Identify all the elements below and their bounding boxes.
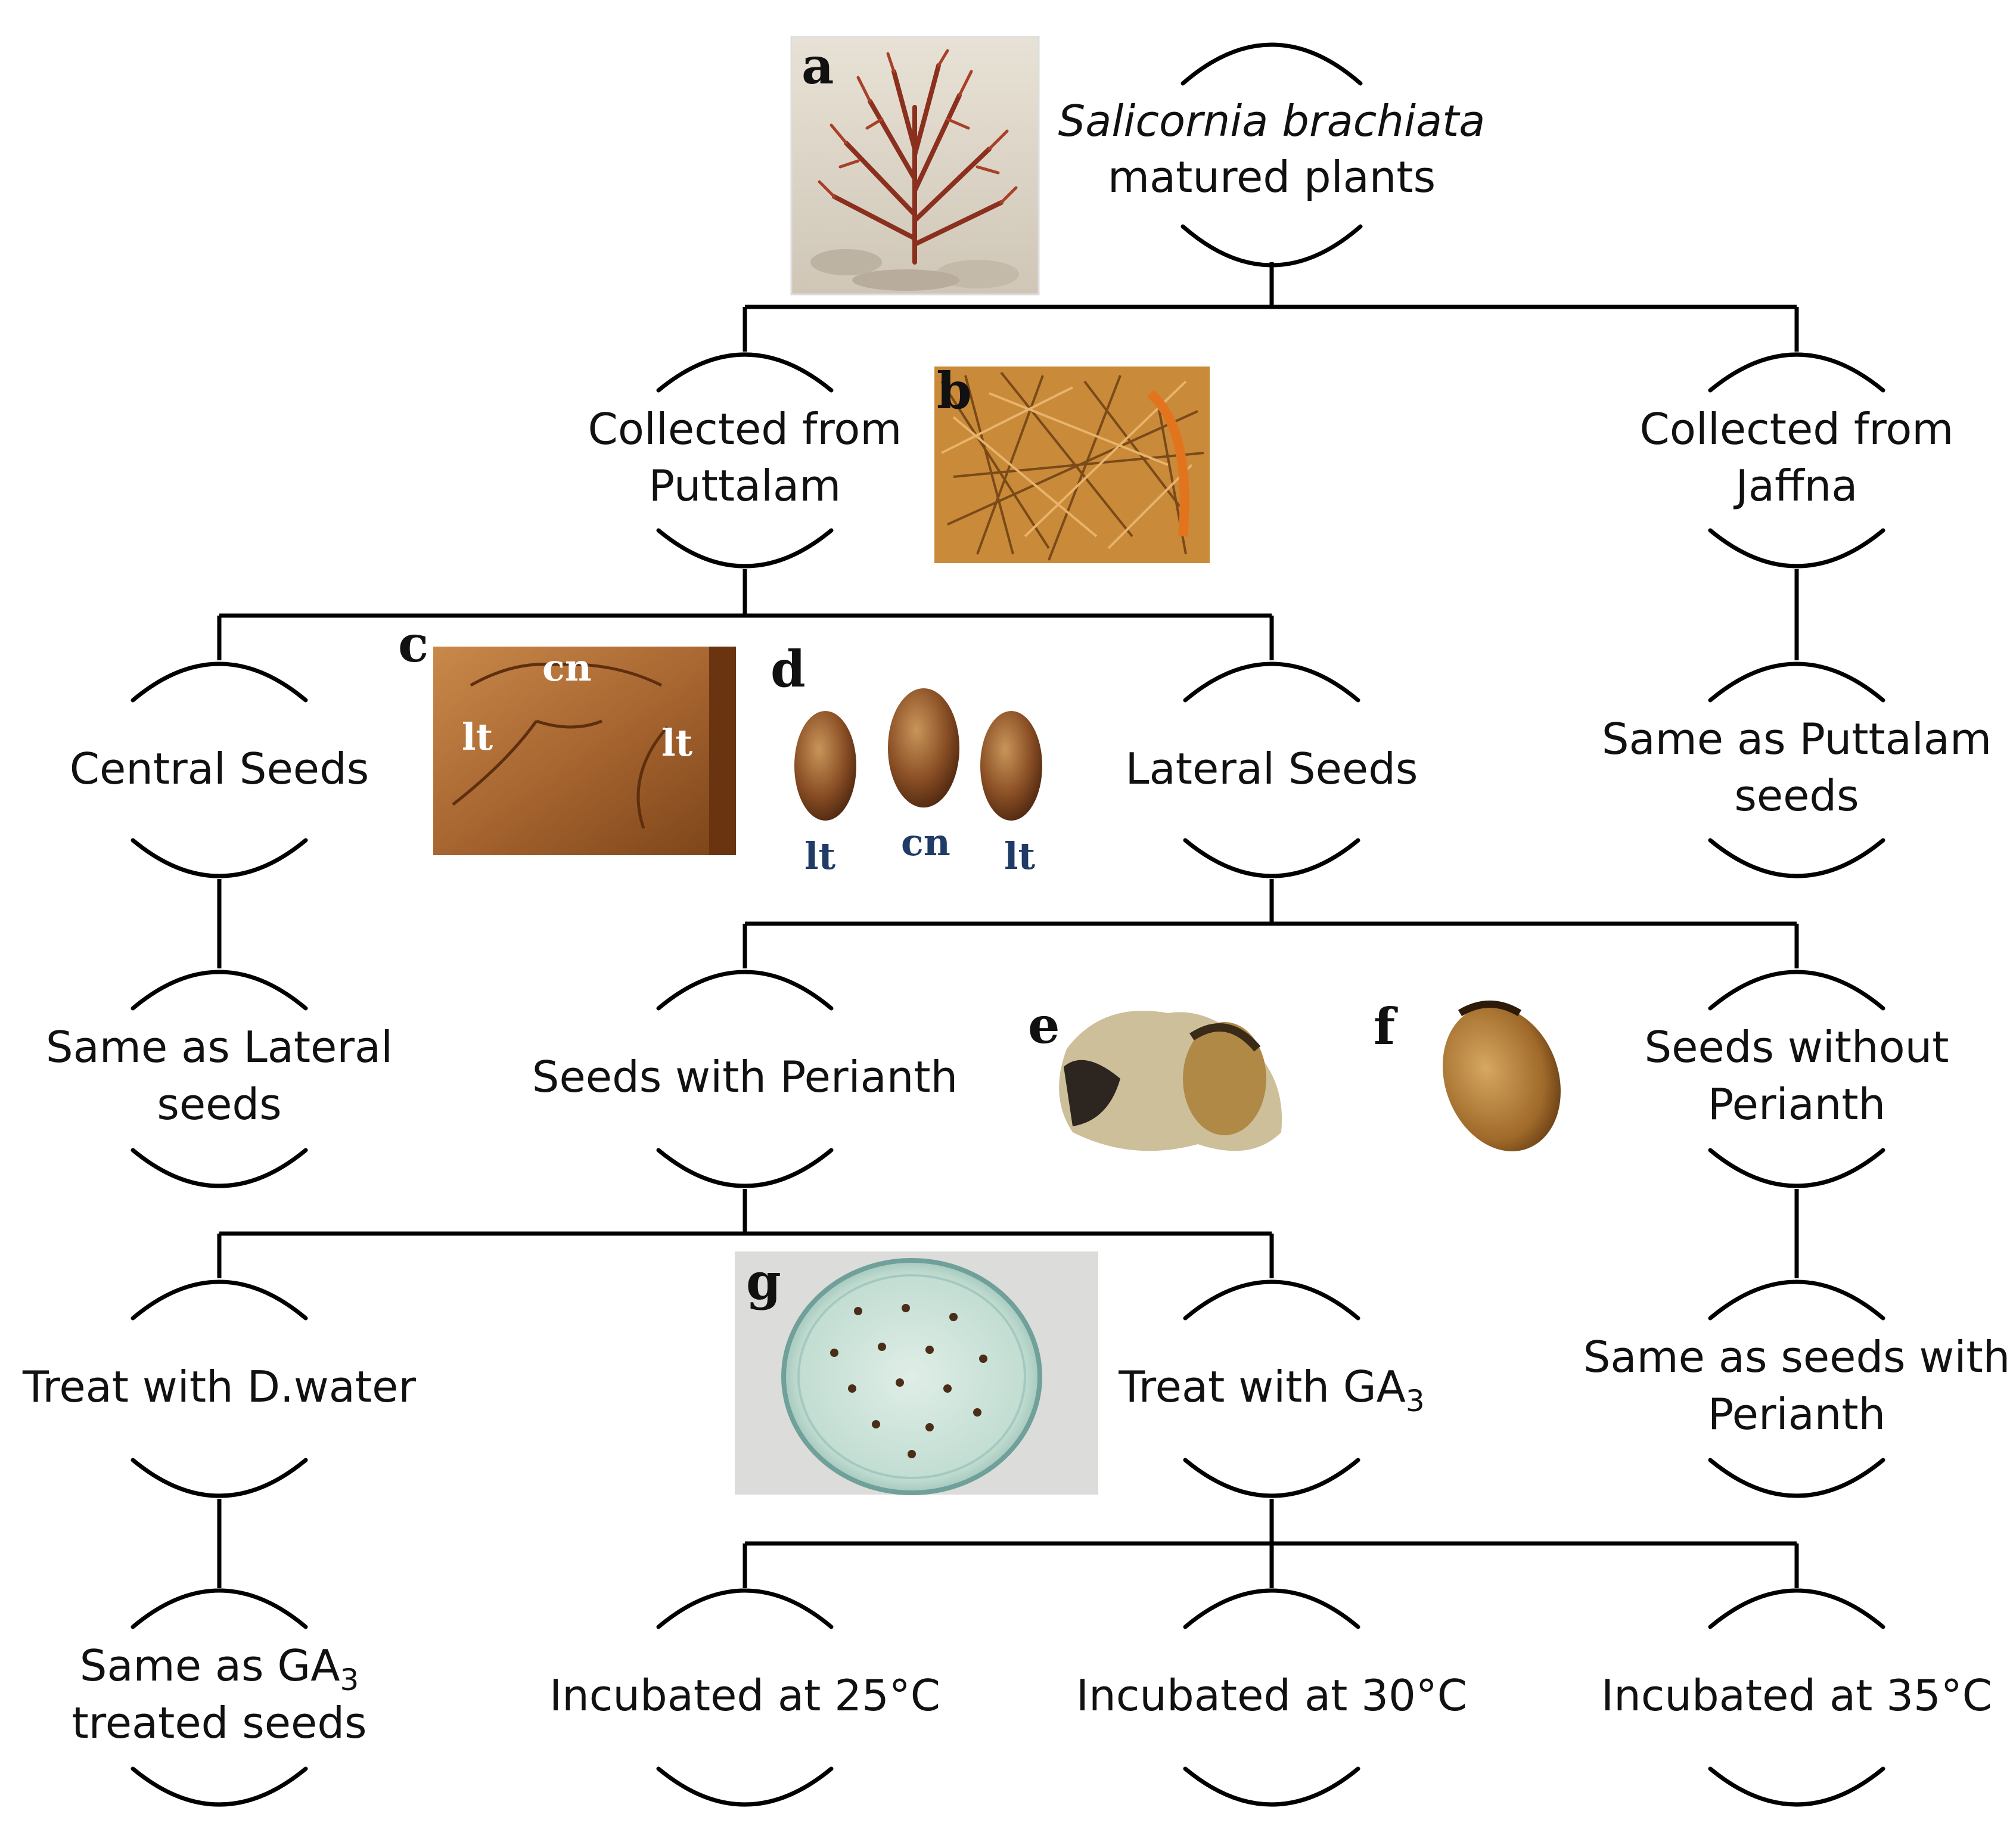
- inc25-line1: Incubated at 25°C: [549, 1670, 940, 1720]
- connectors: [217, 262, 1799, 1588]
- central-line1: Central Seeds: [70, 744, 369, 794]
- dwater-line1: Treat with D.water: [22, 1362, 416, 1412]
- node-incubated-35: Incubated at 35°C: [1601, 1670, 1992, 1720]
- seed-central: [888, 688, 959, 807]
- jaffna-line1: Collected from: [1640, 404, 1954, 454]
- node-treat-dwater: Treat with D.water: [22, 1362, 416, 1412]
- without-perianth-line1: Seeds without: [1644, 1022, 1949, 1072]
- same-with-perianth-line1: Same as seeds with: [1583, 1332, 2010, 1382]
- photo-d-tag-lt2: lt: [1004, 834, 1036, 878]
- photo-c-tag-cn: cn: [542, 646, 592, 689]
- photo-d-seeds: d lt cn lt: [771, 639, 1042, 878]
- node-root: Salicornia brachiata matured plants: [1058, 96, 1486, 202]
- photo-e-seed-with-perianth: e: [1028, 996, 1282, 1151]
- with-perianth-line1: Seeds with Perianth: [532, 1052, 958, 1102]
- photo-g-letter: g: [746, 1252, 781, 1311]
- same-puttalam-line1: Same as Puttalam: [1602, 714, 1992, 764]
- node-same-as-puttalam: Same as Puttalam seeds: [1602, 714, 1992, 821]
- node-seeds-with-perianth: Seeds with Perianth: [532, 1052, 958, 1102]
- without-perianth-line2: Perianth: [1708, 1079, 1885, 1129]
- node-lateral-seeds: Lateral Seeds: [1126, 744, 1418, 794]
- inc35-line1: Incubated at 35°C: [1601, 1670, 1992, 1720]
- photo-c-letter: c: [398, 614, 428, 673]
- photo-a-plant: a: [790, 36, 1040, 296]
- photo-g-petri-dish: g: [735, 1251, 1098, 1495]
- puttalam-line1: Collected from: [588, 404, 902, 454]
- inc30-line1: Incubated at 30°C: [1076, 1670, 1467, 1720]
- root-line2: matured plants: [1108, 152, 1436, 202]
- lateral-line1: Lateral Seeds: [1126, 744, 1418, 794]
- root-line1: Salicornia brachiata: [1058, 96, 1486, 146]
- puttalam-line2: Puttalam: [649, 461, 841, 511]
- jaffna-line2: Jaffna: [1733, 461, 1858, 511]
- photo-d-tag-lt1: lt: [804, 834, 836, 878]
- photo-e-letter: e: [1028, 996, 1060, 1055]
- node-same-as-lateral: Same as Lateral seeds: [46, 1022, 393, 1129]
- node-jaffna: Collected from Jaffna: [1640, 404, 1954, 511]
- node-treat-ga3: Treat with GA3: [1118, 1362, 1424, 1418]
- same-ga3-line2: treated seeds: [72, 1698, 366, 1748]
- node-incubated-25: Incubated at 25°C: [549, 1670, 940, 1720]
- same-ga3-line1: Same as GA3: [80, 1641, 359, 1697]
- same-lateral-line2: seeds: [157, 1079, 281, 1129]
- photo-c-spike: c cn lt lt: [398, 614, 736, 855]
- node-puttalam: Collected from Puttalam: [588, 404, 902, 511]
- ga3-subscript: 3: [1406, 1384, 1425, 1418]
- node-incubated-30: Incubated at 30°C: [1076, 1670, 1467, 1720]
- photo-c-tag-lt2: lt: [661, 721, 693, 765]
- node-seeds-without-perianth: Seeds without Perianth: [1644, 1022, 1949, 1129]
- node-same-as-ga3: Same as GA3 treated seeds: [72, 1641, 366, 1748]
- photo-b-letter: b: [937, 361, 972, 420]
- same-puttalam-line2: seeds: [1734, 771, 1859, 821]
- node-same-as-with-perianth: Same as seeds with Perianth: [1583, 1332, 2010, 1439]
- photo-d-tag-cn: cn: [901, 821, 950, 864]
- same-ga3-line1a: Same as GA: [80, 1641, 340, 1691]
- ga3-line1: Treat with GA: [1118, 1362, 1406, 1412]
- photo-c-tag-lt1: lt: [462, 715, 493, 759]
- seed-lateral-right: [980, 711, 1042, 821]
- same-with-perianth-line2: Perianth: [1708, 1389, 1885, 1439]
- ga3-label: Treat with GA3: [1118, 1362, 1424, 1418]
- photo-f-letter: f: [1374, 997, 1398, 1056]
- node-central-seeds: Central Seeds: [70, 744, 369, 794]
- photo-a-letter: a: [801, 36, 834, 95]
- photo-f-seed-without-perianth: f: [1374, 997, 1561, 1151]
- same-lateral-line1: Same as Lateral: [46, 1022, 393, 1072]
- same-ga3-subscript: 3: [340, 1663, 359, 1697]
- photo-d-letter: d: [771, 639, 806, 698]
- seed-lateral-left: [794, 711, 856, 821]
- photo-b-harvest: b: [934, 361, 1210, 563]
- node-brackets: [131, 42, 1885, 1807]
